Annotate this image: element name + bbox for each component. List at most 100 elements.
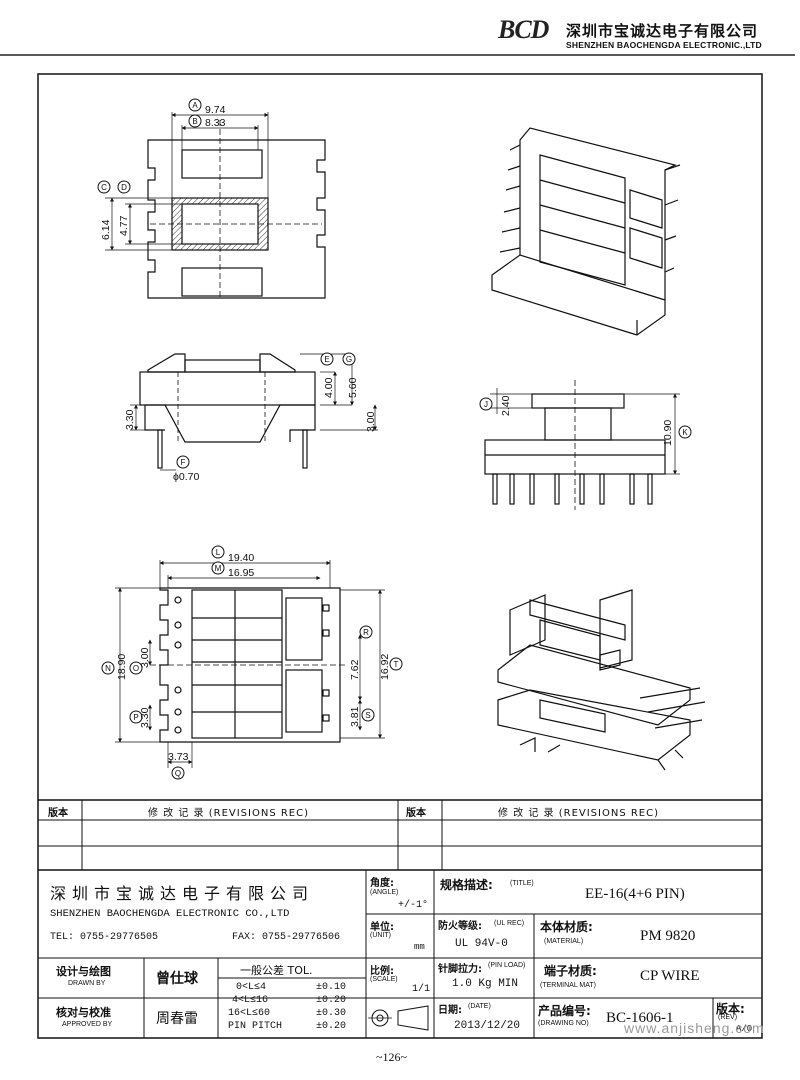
sheet-frame bbox=[37, 73, 763, 1039]
pinload-sub: (PIN LOAD) bbox=[488, 962, 526, 969]
iso-view-top bbox=[491, 127, 681, 336]
svg-text:K: K bbox=[682, 428, 688, 437]
dim-Q: Q 3.73 bbox=[168, 751, 189, 780]
dim-K: K 10.90 bbox=[662, 420, 692, 446]
angle-value: +/-1° bbox=[398, 900, 429, 911]
tb-company-en: SHENZHEN BAOCHENGDA ELECTRONIC CO.,LTD bbox=[50, 908, 290, 920]
tol-value-3: ±0.20 bbox=[316, 1021, 347, 1032]
svg-text:10.90: 10.90 bbox=[662, 420, 674, 446]
dim-P: P 3.30 bbox=[129, 707, 151, 728]
dim-O: O 3.00 bbox=[129, 647, 151, 675]
unit-sub: (UNIT) bbox=[370, 932, 391, 939]
drawing-sub: (DRAWING NO) bbox=[538, 1020, 589, 1027]
date-sub: (DATE) bbox=[468, 1003, 491, 1010]
dim-F: F ϕ0.70 bbox=[173, 455, 199, 483]
pinload-value: 1.0 Kg MIN bbox=[452, 978, 519, 990]
svg-text:3.00: 3.00 bbox=[365, 411, 377, 432]
iso-view-bottom bbox=[497, 589, 706, 771]
tol-range-1: 4<L≤16 bbox=[232, 995, 269, 1006]
tol-value-0: ±0.10 bbox=[316, 982, 347, 993]
svg-text:ϕ0.70: ϕ0.70 bbox=[173, 471, 199, 483]
tol-range-2: 16<L≤60 bbox=[228, 1008, 271, 1019]
dim-M: M 16.95 bbox=[211, 561, 254, 579]
dim-E: E 4.00 bbox=[320, 352, 335, 398]
dim-side-right: 3.00 bbox=[365, 411, 377, 432]
drawn-name: 曾仕球 bbox=[156, 971, 198, 987]
rev-no-sub: (REV) bbox=[718, 1014, 738, 1021]
dim-S: S 3.81 bbox=[349, 706, 375, 727]
top-view bbox=[105, 112, 326, 300]
tol-value-1: ±0.20 bbox=[316, 995, 347, 1006]
svg-text:3.30: 3.30 bbox=[139, 707, 151, 728]
scale-sub: (SCALE) bbox=[370, 976, 398, 983]
material-label: 本体材质: bbox=[540, 920, 593, 934]
tol-title: 一般公差 TOL. bbox=[240, 964, 313, 977]
title-label: 规格描述: bbox=[440, 878, 493, 892]
svg-text:16.95: 16.95 bbox=[228, 567, 254, 579]
rev-label-left: 版本 bbox=[48, 808, 68, 819]
rev-header-left: 修 改 记 录 (REVISIONS REC) bbox=[148, 808, 309, 819]
svg-text:4.77: 4.77 bbox=[118, 215, 130, 236]
dim-T: T 16.92 bbox=[379, 654, 403, 680]
material-value: PM 9820 bbox=[640, 928, 696, 944]
rev-no-value: A/0 bbox=[736, 1024, 753, 1034]
svg-text:9.74: 9.74 bbox=[205, 104, 226, 116]
terminal-sub: (TERMINAL MAT) bbox=[540, 982, 596, 989]
svg-text:D: D bbox=[121, 183, 127, 192]
page-number: ~126~ bbox=[376, 1050, 407, 1064]
svg-text:6.14: 6.14 bbox=[100, 219, 112, 240]
svg-text:18.90: 18.90 bbox=[116, 654, 128, 680]
terminal-value: CP WIRE bbox=[640, 968, 700, 984]
dim-A: A 9.74 bbox=[188, 98, 226, 116]
angle-label: 角度: bbox=[370, 878, 394, 889]
dim-side-left: 3.30 bbox=[124, 409, 136, 430]
dim-N: N 18.90 bbox=[101, 654, 128, 680]
svg-text:3.73: 3.73 bbox=[168, 751, 189, 763]
scale-value: 1/1 bbox=[412, 984, 431, 995]
svg-text:B: B bbox=[192, 117, 197, 126]
title-block bbox=[38, 799, 762, 1038]
company-name-cn: 深圳市宝诚达电子有限公司 bbox=[566, 22, 759, 40]
company-logo: BCD bbox=[498, 15, 549, 44]
dim-J: J 2.40 bbox=[479, 395, 512, 416]
svg-text:S: S bbox=[365, 711, 370, 720]
svg-text:C: C bbox=[101, 183, 107, 192]
tol-range-3: PIN PITCH bbox=[228, 1021, 283, 1032]
tb-tel: TEL: 0755-29776505 bbox=[50, 932, 159, 943]
dim-R: R 7.62 bbox=[349, 625, 373, 680]
approved-label: 核对与校准 bbox=[56, 1006, 111, 1019]
svg-text:R: R bbox=[363, 628, 369, 637]
svg-text:T: T bbox=[394, 660, 399, 669]
svg-text:5.60: 5.60 bbox=[347, 377, 359, 398]
tb-fax: FAX: 0755-29776506 bbox=[232, 932, 341, 943]
dim-D: D 4.77 bbox=[117, 180, 131, 236]
svg-text:3.30: 3.30 bbox=[124, 409, 136, 430]
material-sub: (MATERIAL) bbox=[544, 938, 584, 945]
pinload-label: 针脚拉力: bbox=[438, 964, 482, 975]
unit-label: 单位: bbox=[370, 922, 394, 933]
rev-header-right: 修 改 记 录 (REVISIONS REC) bbox=[498, 808, 659, 819]
side-view bbox=[130, 353, 378, 471]
dim-B: B 8.33 bbox=[188, 114, 226, 129]
svg-text:N: N bbox=[105, 664, 111, 673]
fire-label: 防火等级: bbox=[438, 921, 482, 932]
drawing-value: BC-1606-1 bbox=[606, 1010, 674, 1026]
svg-text:M: M bbox=[215, 564, 222, 573]
watermark: www.anjisheng.com bbox=[624, 1020, 765, 1036]
drawn-label: 设计与绘图 bbox=[56, 965, 111, 978]
svg-text:8.33: 8.33 bbox=[205, 117, 226, 129]
dim-C: C 6.14 bbox=[97, 180, 112, 240]
date-label: 日期: bbox=[438, 1005, 462, 1016]
unit-value: mm bbox=[414, 942, 425, 952]
title-value: EE-16(4+6 PIN) bbox=[585, 886, 685, 902]
dim-L: L 19.40 bbox=[211, 545, 254, 564]
approved-sub: APPROVED BY bbox=[62, 1021, 113, 1028]
svg-text:3.81: 3.81 bbox=[349, 706, 361, 727]
date-value: 2013/12/20 bbox=[454, 1020, 521, 1032]
drawing-label: 产品编号: bbox=[538, 1004, 591, 1018]
svg-text:Q: Q bbox=[175, 769, 181, 778]
svg-text:2.40: 2.40 bbox=[500, 395, 512, 416]
rev-label-right: 版本 bbox=[406, 808, 426, 819]
svg-text:L: L bbox=[216, 548, 221, 557]
